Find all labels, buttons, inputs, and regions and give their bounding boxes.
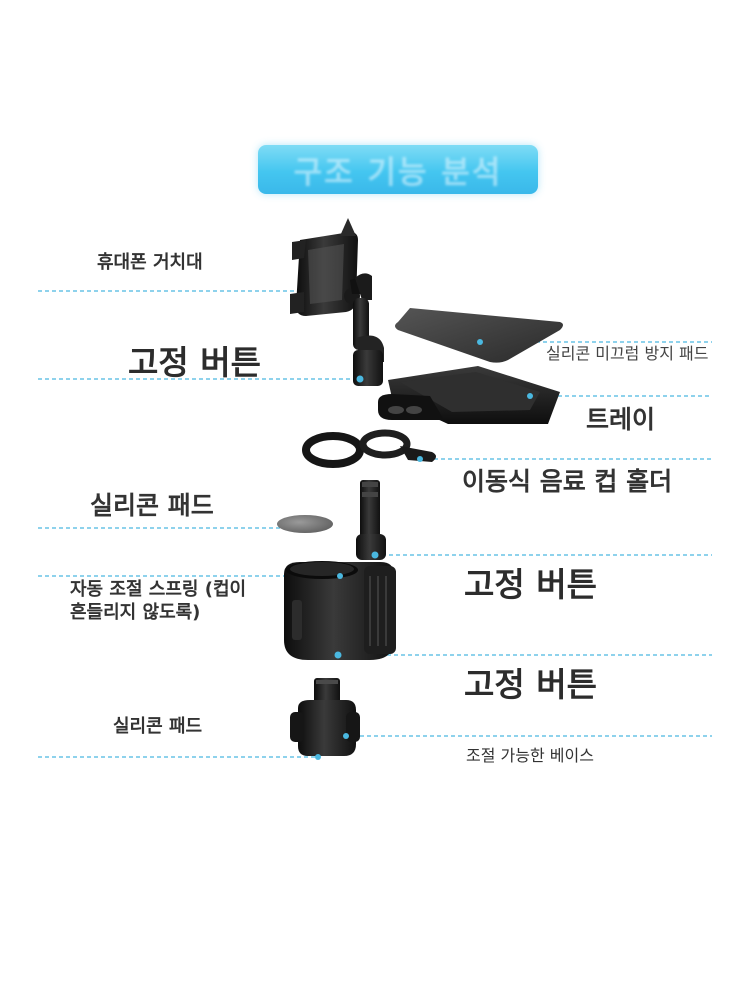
label-lock-button-3: 고정 버튼 <box>464 665 597 704</box>
shaft-part <box>356 480 386 560</box>
leader-lines <box>38 290 712 758</box>
label-silicone-pad-1: 실리콘 패드 <box>90 491 214 520</box>
adjustable-base-part <box>290 678 360 760</box>
lock-button-1-marker <box>356 375 364 383</box>
label-cup-holder: 이동식 음료 컵 홀더 <box>462 467 673 496</box>
cup-body-part <box>284 561 396 660</box>
cup-holder-part <box>302 429 436 468</box>
holder-arm-part <box>353 273 384 386</box>
label-lock-button-1: 고정 버튼 <box>128 343 261 382</box>
label-silicone-mat: 실리콘 미끄럼 방지 패드 <box>546 344 709 363</box>
label-lock-button-2: 고정 버튼 <box>464 565 597 604</box>
banner-title: 구조 기능 분석 <box>293 155 503 191</box>
silicone-pad-1-part <box>277 515 333 533</box>
title-banner: 구조 기능 분석 <box>258 145 538 194</box>
label-spring: 자동 조절 스프링 (컵이 흔들리지 않도록) <box>70 579 247 624</box>
label-adjustable-base: 조절 가능한 베이스 <box>466 746 594 765</box>
lock-button-2-marker <box>371 551 379 559</box>
label-tray: 트레이 <box>586 405 656 434</box>
label-phone-holder: 휴대폰 거치대 <box>97 252 203 273</box>
silicone-mat-part <box>395 308 563 363</box>
label-silicone-pad-2: 실리콘 패드 <box>113 716 203 737</box>
tray-part <box>378 366 560 424</box>
lock-button-3-marker <box>334 651 342 659</box>
phone-holder-part <box>290 218 366 316</box>
